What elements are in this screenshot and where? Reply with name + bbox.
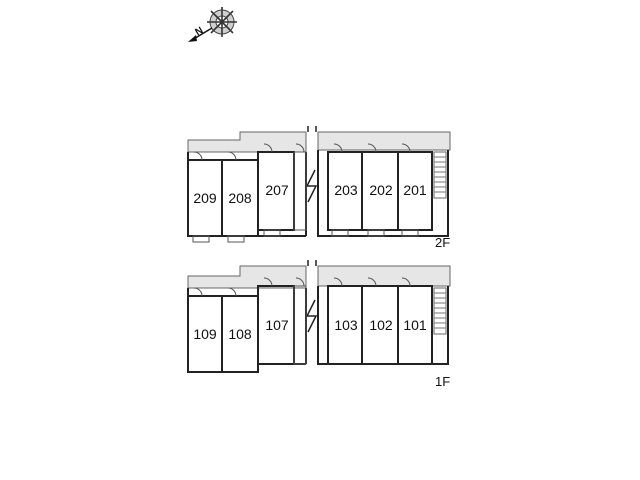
unit-label: 103 <box>334 317 358 333</box>
floor-label: 1F <box>435 374 450 389</box>
corridor <box>317 131 451 151</box>
unit-203: 203 <box>327 143 363 237</box>
unit-label: 209 <box>193 190 217 206</box>
break-mark <box>305 260 318 333</box>
unit-label: 207 <box>265 182 289 198</box>
unit-label: 108 <box>228 326 252 342</box>
unit-103: 103 <box>327 277 363 365</box>
unit-202: 202 <box>361 143 399 237</box>
unit-label: 102 <box>369 317 393 333</box>
break-mark <box>305 126 318 203</box>
unit-209: 209 <box>187 151 223 243</box>
unit-label: 202 <box>369 182 393 198</box>
unit-208: 208 <box>221 151 259 243</box>
unit-201: 201 <box>397 143 433 237</box>
unit-109: 109 <box>187 287 223 373</box>
unit-label: 109 <box>193 326 217 342</box>
floor-1f: 109 108 107 103 102 101 <box>187 260 451 389</box>
floor-2f: 209 208 207 203 202 <box>187 126 451 250</box>
unit-label: 101 <box>403 317 427 333</box>
corridor <box>187 131 307 153</box>
corridor <box>317 265 451 287</box>
unit-partial <box>293 277 307 365</box>
unit-102: 102 <box>361 277 399 365</box>
unit-label: 201 <box>403 182 427 198</box>
unit-partial <box>293 143 307 231</box>
stairs <box>433 287 447 335</box>
corridor <box>187 265 307 289</box>
unit-207: 207 <box>257 143 295 237</box>
unit-107: 107 <box>257 277 295 365</box>
floor-label: 2F <box>435 235 450 250</box>
unit-label: 208 <box>228 190 252 206</box>
stairs <box>433 151 447 199</box>
compass-rose-icon <box>188 7 237 42</box>
unit-label: 203 <box>334 182 358 198</box>
unit-108: 108 <box>221 287 259 373</box>
unit-label: 107 <box>265 317 289 333</box>
compass-north-label: N <box>194 25 206 38</box>
unit-101: 101 <box>397 277 433 365</box>
compass: N <box>188 7 237 42</box>
